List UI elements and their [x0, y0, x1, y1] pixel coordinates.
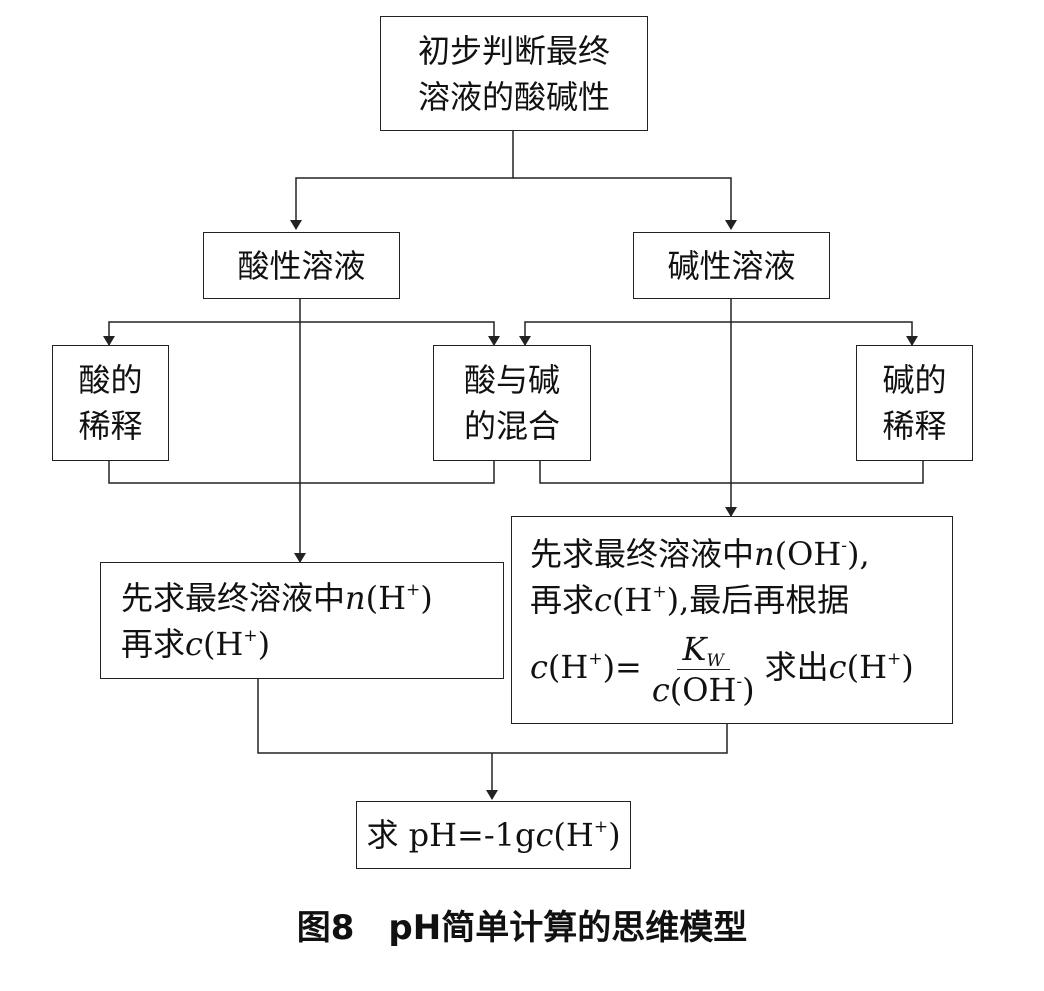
arrow-acidic-to-mix — [300, 321, 500, 346]
node-acid-dilution: 酸的 稀释 — [52, 345, 169, 461]
acid-calc-line2: 再求c(H+) — [121, 624, 271, 663]
node-acid-base-mix: 酸与碱 的混合 — [433, 345, 591, 461]
acid-calc-line1: 先求最终溶液中n(H+) — [121, 578, 433, 617]
node-basic: 碱性溶液 — [633, 232, 830, 299]
node-start: 初步判断最终 溶液的酸碱性 — [380, 16, 648, 131]
arrow-start-to-acidic — [290, 130, 514, 230]
figure-caption: 图8 pH简单计算的思维模型 — [296, 908, 748, 948]
ph-formula: 求 pH=-1gc(H+) — [366, 816, 621, 854]
link-acid-dilution-mix — [108, 460, 495, 484]
arrow-basic-to-mix — [519, 321, 731, 346]
arrow-acidic-to-acid-dilution — [103, 321, 300, 346]
node-acidic: 酸性溶液 — [203, 232, 400, 299]
node-base-dilution: 碱的 稀释 — [856, 345, 973, 461]
arrow-basic-to-base-dilution — [731, 321, 918, 346]
arrow-start-to-basic — [513, 177, 737, 230]
node-start-line2: 溶液的酸碱性 — [417, 77, 610, 116]
node-start-line1: 初步判断最终 — [417, 31, 610, 70]
base-calc-line1: 先求最终溶液中n(OH-), — [530, 534, 870, 573]
base-calc-line2: 再求c(H+),最后再根据 — [530, 580, 850, 619]
link-mix-base-dilution — [539, 460, 924, 484]
node-ph: 求 pH=-1gc(H+) — [356, 801, 631, 869]
node-acid-calc: 先求最终溶液中n(H+) 再求c(H+) — [100, 562, 504, 679]
